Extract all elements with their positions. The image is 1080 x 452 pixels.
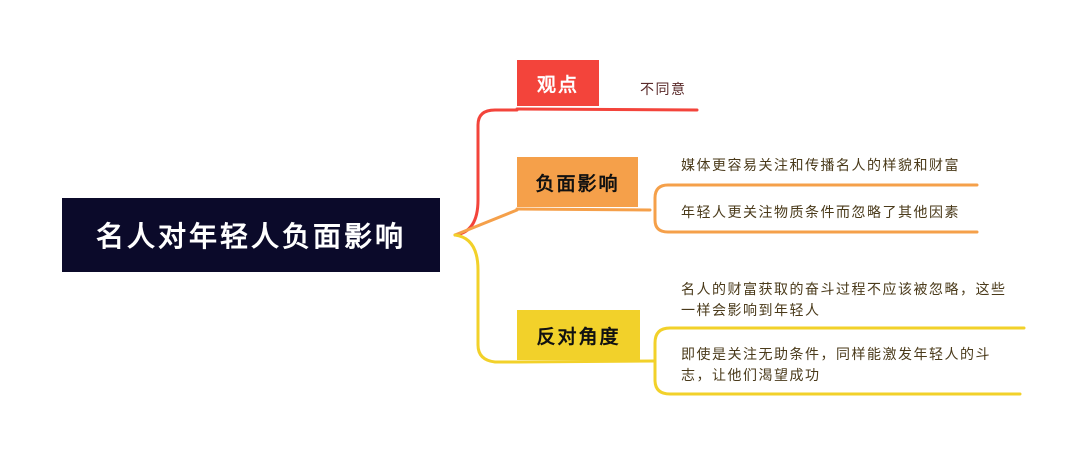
branch-opposing-view[interactable]: 反对角度 bbox=[517, 310, 640, 360]
connector-root-to-viewpoint bbox=[453, 108, 519, 237]
leaf-struggle-process[interactable]: 名人的财富获取的奋斗过程不应该被忽略，这些一样会影响到年轻人 bbox=[681, 282, 1007, 319]
root-topic[interactable]: 名人对年轻人负面影响 bbox=[62, 198, 440, 272]
root-topic-label: 名人对年轻人负面影响 bbox=[95, 220, 406, 253]
leaf-disagree[interactable]: 不同意 bbox=[640, 82, 687, 98]
leaf-inspire-ambition[interactable]: 即使是关注无助条件，同样能激发年轻人的斗志，让他们渴望成功 bbox=[681, 347, 991, 384]
underline-viewpoint bbox=[515, 107, 699, 112]
connector-root-to-opposing bbox=[453, 233, 519, 364]
connector-root-to-negative bbox=[453, 208, 519, 237]
branch-label: 反对角度 bbox=[536, 325, 621, 348]
connector-opposing-children bbox=[653, 326, 1026, 396]
leaf-media-attention[interactable]: 媒体更容易关注和传播名人的样貌和财富 bbox=[681, 158, 960, 174]
underline-negative bbox=[515, 207, 652, 212]
connector-negative-children bbox=[653, 183, 979, 234]
branch-negative-impact[interactable]: 负面影响 bbox=[517, 157, 638, 207]
branch-label: 负面影响 bbox=[535, 172, 620, 195]
branch-viewpoint[interactable]: 观点 bbox=[517, 60, 599, 106]
branch-label: 观点 bbox=[536, 73, 579, 96]
underline-opposing bbox=[515, 359, 657, 364]
leaf-material-focus[interactable]: 年轻人更关注物质条件而忽略了其他因素 bbox=[681, 205, 960, 221]
